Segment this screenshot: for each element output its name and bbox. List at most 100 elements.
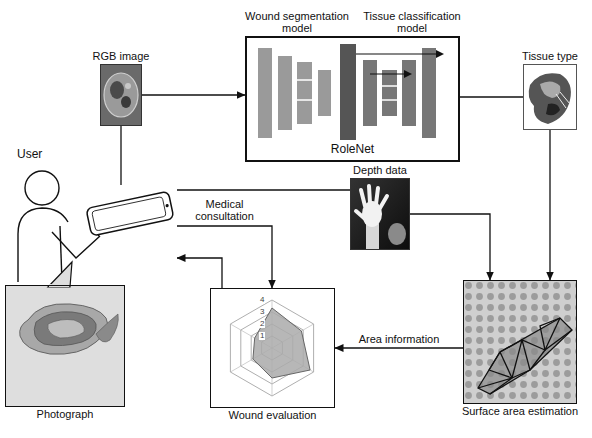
tissue-image-drawing bbox=[523, 64, 577, 130]
network-layers bbox=[382, 99, 397, 101]
axis-number: 1 bbox=[259, 332, 265, 340]
network-layers bbox=[258, 48, 272, 138]
axis-number: 4 bbox=[259, 296, 265, 304]
photograph-drawing bbox=[48, 320, 85, 339]
depth-image-drawing bbox=[366, 224, 379, 250]
depth-image-drawing bbox=[356, 211, 364, 218]
photo-box: Photograph bbox=[5, 285, 125, 407]
connector bbox=[460, 96, 523, 97]
mesh-drawing bbox=[463, 280, 577, 404]
rgb-image-drawing bbox=[104, 73, 138, 117]
network-layers bbox=[382, 70, 397, 116]
tissue-image-drawing bbox=[556, 92, 570, 108]
image-frame: Tissue type bbox=[523, 64, 577, 130]
radar-chart bbox=[230, 300, 313, 396]
user-figure-drawing bbox=[52, 232, 100, 258]
radar-chart bbox=[230, 300, 313, 396]
mesh-drawing bbox=[478, 318, 572, 394]
photograph-drawing bbox=[48, 262, 72, 287]
network-layers bbox=[318, 70, 331, 116]
node-label: User bbox=[17, 147, 42, 161]
connector bbox=[142, 94, 245, 95]
edge-label: Area information bbox=[357, 333, 442, 345]
connector bbox=[177, 189, 350, 190]
network-layers bbox=[297, 79, 312, 81]
node-label: RoleNet bbox=[247, 142, 458, 156]
radar-chart bbox=[230, 300, 313, 396]
rgb-image-drawing bbox=[121, 96, 131, 108]
network-layers bbox=[278, 56, 292, 130]
depth-image-drawing bbox=[356, 186, 387, 218]
depth-image-drawing bbox=[388, 223, 406, 245]
network-layers bbox=[404, 70, 412, 78]
network-box: Wound segmentation modelTissue classific… bbox=[245, 36, 460, 162]
tissue-image-drawing bbox=[523, 64, 577, 130]
photograph-drawing bbox=[20, 304, 108, 354]
image-frame: RGB image bbox=[100, 64, 142, 126]
rgb-image-drawing bbox=[110, 81, 124, 99]
photograph-drawing bbox=[5, 262, 125, 407]
user-figure: User bbox=[5, 185, 177, 275]
network-layers bbox=[402, 60, 416, 126]
user-figure-drawing bbox=[18, 208, 68, 282]
node-label: RGB image bbox=[93, 50, 150, 62]
photograph-drawing bbox=[5, 285, 125, 407]
axis-number: 2 bbox=[259, 320, 265, 328]
depth-image-drawing bbox=[380, 196, 387, 208]
tissue-image-drawing bbox=[529, 73, 571, 124]
photograph-drawing bbox=[96, 314, 118, 342]
mesh-drawing bbox=[478, 318, 572, 394]
depth-image-drawing bbox=[350, 178, 410, 250]
depth-image-drawing bbox=[369, 186, 370, 203]
rgb-image-drawing bbox=[125, 83, 131, 89]
node-label: Photograph bbox=[2, 408, 128, 420]
node-label: Tissue type bbox=[522, 50, 578, 62]
network-layers bbox=[370, 73, 404, 74]
mesh-drawing bbox=[500, 318, 572, 378]
mesh-drawing bbox=[463, 280, 577, 404]
connector bbox=[177, 226, 272, 288]
mesh-drawing bbox=[478, 352, 512, 394]
connector bbox=[120, 126, 121, 185]
phone-drawing bbox=[92, 197, 167, 232]
network-layers bbox=[382, 85, 397, 87]
node-label: Surface area estimation bbox=[460, 405, 580, 417]
phone-drawing bbox=[165, 204, 169, 208]
connector bbox=[549, 130, 550, 280]
node-label: Depth data bbox=[353, 164, 407, 176]
network-layers bbox=[436, 50, 444, 58]
edge-label: Medical consultation bbox=[183, 198, 267, 223]
evaluation-box: Wound evaluation bbox=[210, 288, 335, 408]
node-label: Wound segmentation model bbox=[241, 10, 353, 35]
user-figure-drawing bbox=[25, 171, 59, 205]
network-layers bbox=[356, 53, 436, 54]
mesh-drawing bbox=[463, 280, 577, 404]
network-layers bbox=[363, 60, 377, 126]
phone-drawing bbox=[86, 191, 174, 236]
depth-image-drawing bbox=[376, 188, 378, 204]
mesh-drawing bbox=[478, 318, 572, 394]
depth-image-drawing bbox=[361, 190, 365, 206]
depth-image-drawing bbox=[350, 178, 410, 250]
node-label: Wound evaluation bbox=[207, 409, 338, 421]
phone-drawing bbox=[86, 191, 174, 236]
node-label: Tissue classification model bbox=[356, 10, 468, 35]
connector bbox=[335, 347, 463, 348]
connector bbox=[177, 258, 222, 288]
network-layers bbox=[340, 44, 356, 140]
network-layers bbox=[297, 99, 312, 101]
network-layers bbox=[258, 44, 444, 140]
radar-chart bbox=[253, 308, 310, 378]
photograph-drawing bbox=[34, 312, 96, 346]
rgb-image-drawing bbox=[100, 64, 142, 126]
connector bbox=[410, 214, 490, 280]
axis-number: 3 bbox=[259, 308, 265, 316]
rgb-image-drawing bbox=[100, 64, 142, 126]
tissue-image-drawing bbox=[546, 104, 560, 116]
estimation-box: Surface area estimation bbox=[463, 280, 577, 404]
network-layers bbox=[422, 48, 436, 138]
image-frame: Depth data bbox=[350, 178, 410, 250]
